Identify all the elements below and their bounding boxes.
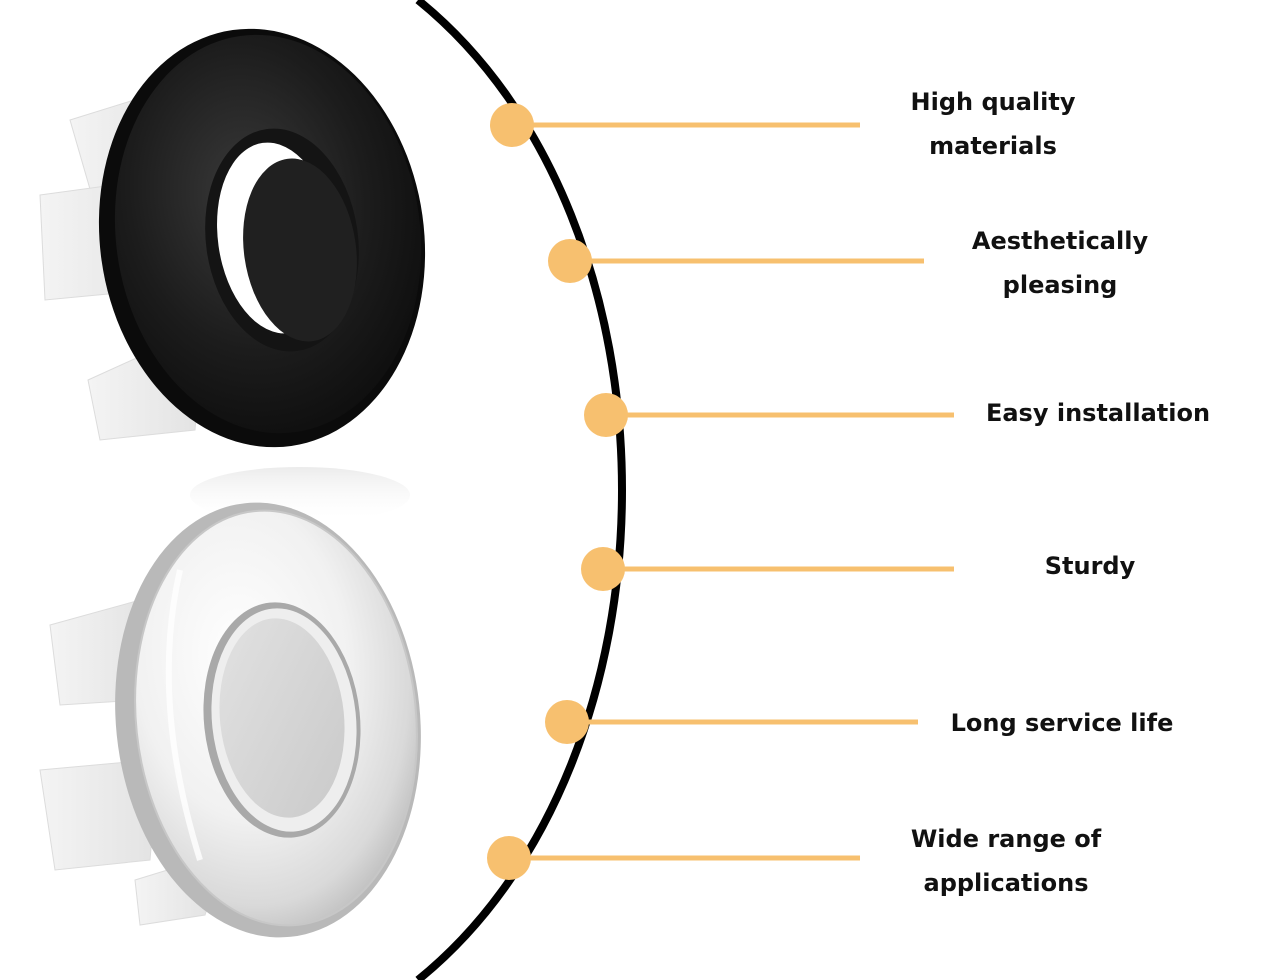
black-overflow-ring-image: [39, 28, 426, 523]
feature-label-aesthetically-pleasing: Aesthetically pleasing: [971, 227, 1149, 299]
feature-label-wide-range-of-applications: Wide range of applications: [910, 825, 1102, 897]
connector-dot-wide-range-of-applications: [487, 836, 531, 880]
connector-dot-high-quality-materials: [490, 103, 534, 147]
connector-dot-sturdy: [581, 547, 625, 591]
feature-label-high-quality-materials: High quality materials: [910, 88, 1076, 160]
feature-connectors: [487, 103, 954, 880]
connector-dot-easy-installation: [584, 393, 628, 437]
chrome-overflow-ring-image: [39, 502, 421, 938]
feature-label-long-service-life: Long service life: [950, 709, 1174, 737]
connector-dot-aesthetically-pleasing: [548, 239, 592, 283]
feature-label-sturdy: Sturdy: [1044, 552, 1136, 580]
divider-curve: [415, 0, 626, 980]
feature-label-easy-installation: Easy installation: [985, 399, 1211, 427]
connector-dot-long-service-life: [545, 700, 589, 744]
